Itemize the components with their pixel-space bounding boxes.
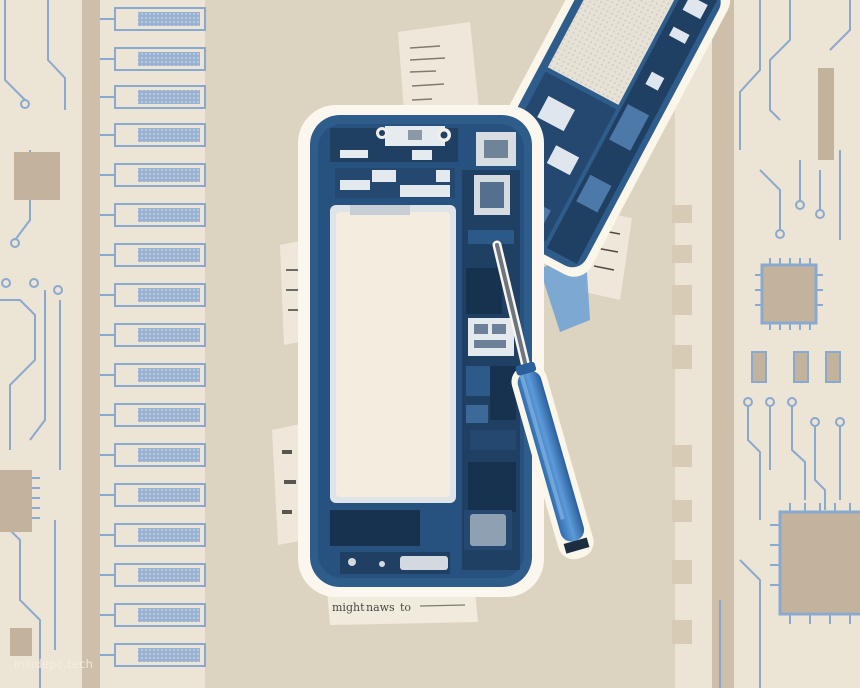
clipping-word: naws bbox=[366, 601, 395, 614]
logic-board-icon bbox=[462, 170, 520, 570]
chip-block bbox=[818, 68, 834, 160]
microchip-icon bbox=[14, 152, 60, 200]
lightning-port bbox=[400, 556, 448, 570]
microchip-icon bbox=[0, 470, 40, 532]
speaker bbox=[330, 510, 420, 546]
memory-slot-rack-right bbox=[672, 205, 692, 644]
camera-module bbox=[330, 126, 458, 162]
microchip-icon bbox=[755, 258, 823, 330]
newspaper-clipping-icon bbox=[272, 424, 304, 545]
right-stripe bbox=[712, 0, 734, 688]
screwdriver-icon bbox=[492, 240, 594, 560]
microchip-icon bbox=[770, 503, 860, 624]
right-circuit bbox=[719, 0, 851, 688]
phone-frame-icon bbox=[298, 105, 544, 597]
left-circuit bbox=[0, 0, 66, 688]
taptic-engine bbox=[470, 514, 506, 546]
watermark-text: insidepc.tech bbox=[14, 657, 94, 671]
left-stripe bbox=[82, 0, 100, 688]
clipping-word: to bbox=[400, 601, 411, 614]
chip-block bbox=[10, 628, 32, 656]
sim-tray bbox=[468, 318, 514, 356]
resistor-row bbox=[751, 351, 841, 383]
newspaper-clipping-icon bbox=[398, 22, 480, 125]
battery-icon bbox=[547, 0, 685, 105]
clipping-word: might bbox=[332, 601, 365, 614]
memory-slot-rack bbox=[100, 7, 206, 667]
